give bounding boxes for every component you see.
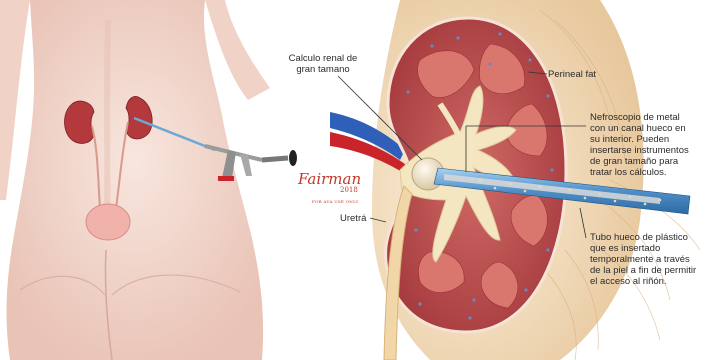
signature-note: FOR AVA USE ONLY [312,194,361,209]
left-kidney [65,101,95,143]
label-kidney-stone: Calculo renal de gran tamano [272,53,374,75]
patient-body [0,0,297,360]
label-perineal-fat: Perineal fat [548,69,596,80]
kidney-section [330,0,700,360]
label-nephroscope: Nefroscopio de metal con un canal hueco … [590,112,689,178]
label-ureter: Uretrá [340,213,366,224]
bladder [86,204,130,240]
signature-year: 2018 [340,187,361,194]
label-access-tube: Tubo hueco de plástico que es insertado … [590,232,696,287]
artist-signature: Fairman 2018 FOR AVA USE ONLY [298,172,361,209]
